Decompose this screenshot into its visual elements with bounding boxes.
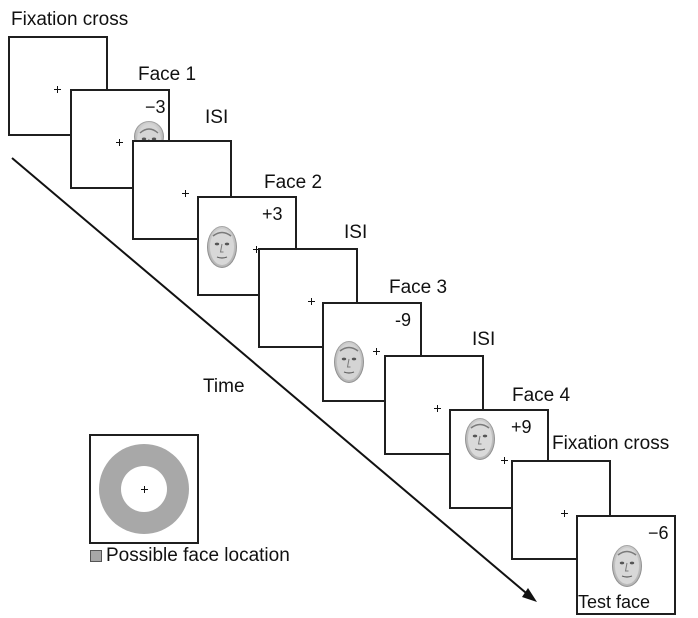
label-isi-2: ISI — [344, 222, 368, 243]
label-face-2: Face 2 — [264, 172, 323, 193]
label-face-1: Face 1 — [138, 64, 197, 85]
legend-swatch — [90, 550, 102, 562]
label-time: Time — [203, 376, 245, 397]
fixation-cross-icon — [253, 246, 260, 253]
fixation-cross-icon — [308, 298, 315, 305]
face-icon — [207, 226, 237, 268]
fixation-cross-icon — [501, 457, 508, 464]
fixation-cross-icon — [373, 348, 380, 355]
face-icon — [465, 418, 495, 460]
fixation-cross-icon — [561, 510, 568, 517]
label-fixation-bottom: Fixation cross — [552, 433, 670, 454]
label-isi-1: ISI — [205, 107, 229, 128]
fixation-cross-icon — [116, 139, 123, 146]
offset-face-4: +9 — [511, 417, 532, 437]
label-fixation-top: Fixation cross — [11, 9, 129, 30]
offset-test-face: −6 — [648, 523, 669, 543]
offset-face-3: -9 — [395, 310, 412, 330]
screen-face-4: +9 — [449, 409, 549, 509]
fixation-cross-icon — [182, 190, 189, 197]
face-icon — [334, 341, 364, 383]
label-isi-3: ISI — [472, 329, 496, 350]
offset-face-2: +3 — [262, 204, 283, 224]
label-face-3: Face 3 — [389, 277, 448, 298]
fixation-cross-icon — [141, 486, 148, 493]
possible-face-location-screen — [89, 434, 199, 544]
screen-fixation-top — [8, 36, 108, 136]
face-icon — [612, 545, 642, 587]
offset-face-1: −3 — [145, 97, 166, 117]
label-test-face: Test face — [578, 592, 651, 612]
possible-face-location-ring — [99, 444, 189, 534]
screen-test-face: −6 Test face — [576, 515, 676, 615]
fixation-cross-icon — [54, 86, 61, 93]
label-possible-face-location: Possible face location — [106, 545, 290, 566]
fixation-cross-icon — [434, 405, 441, 412]
label-face-4: Face 4 — [512, 385, 571, 406]
